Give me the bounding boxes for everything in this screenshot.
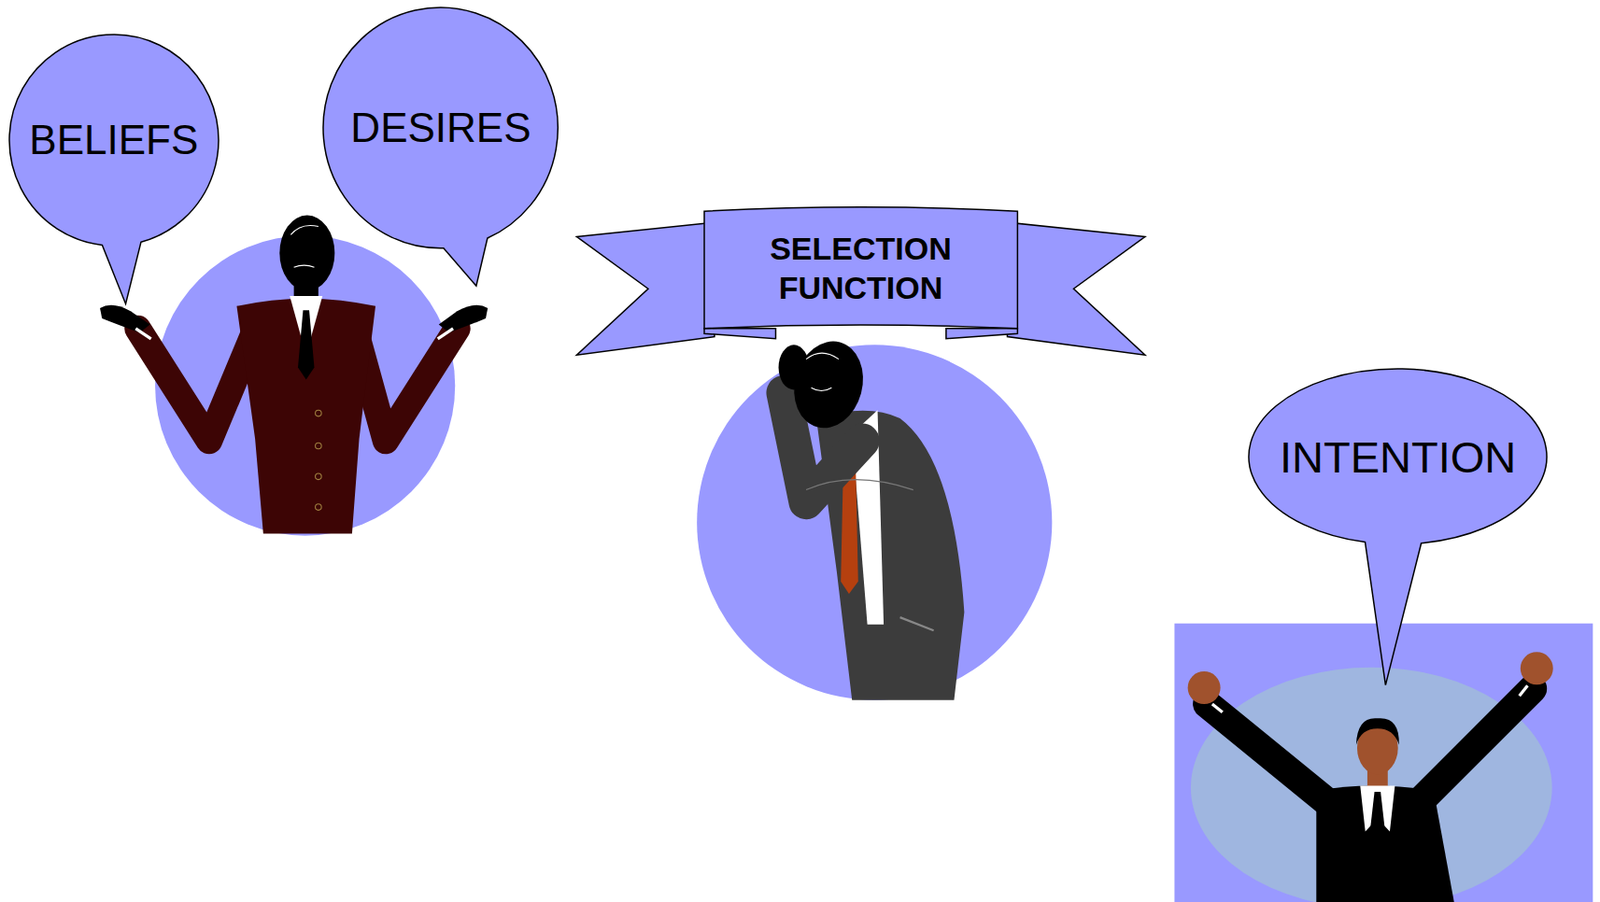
cuff xyxy=(1519,685,1529,696)
bubble-label: INTENTION xyxy=(1279,430,1516,484)
banner-fold xyxy=(704,328,776,340)
hand xyxy=(99,305,151,333)
backdrop-ellipse xyxy=(1190,667,1553,902)
banner-wing xyxy=(1006,222,1145,355)
button xyxy=(315,442,323,450)
banner-wing xyxy=(576,222,714,355)
hair xyxy=(1356,718,1400,746)
speech-bubble: BELIEFS xyxy=(9,34,219,246)
head xyxy=(279,215,335,292)
arm xyxy=(1418,689,1533,804)
arm xyxy=(1206,704,1335,808)
banner: SELECTION FUNCTION xyxy=(704,209,1018,329)
bubble-shape xyxy=(323,7,558,286)
bubble-shape xyxy=(1248,368,1547,686)
speech-bubble: DESIRES xyxy=(323,7,558,249)
fist xyxy=(1520,651,1554,685)
bubble-shape xyxy=(9,34,219,304)
banner-outline xyxy=(704,209,1018,329)
button xyxy=(315,473,323,481)
bubble-label: DESIRES xyxy=(350,102,531,154)
backdrop-circle xyxy=(696,344,1052,700)
tie xyxy=(1369,792,1386,848)
hand xyxy=(778,344,810,390)
sleeve-fold xyxy=(806,480,914,491)
speech-bubble: INTENTION xyxy=(1248,368,1547,545)
cuff xyxy=(1212,704,1223,713)
cuff xyxy=(135,328,151,340)
pocket xyxy=(900,617,935,631)
face-line xyxy=(806,353,839,391)
banner-center xyxy=(704,207,1018,329)
tie xyxy=(297,310,314,380)
banner-fold xyxy=(946,328,1018,340)
button xyxy=(315,504,323,511)
banner-label: SELECTION FUNCTION xyxy=(750,229,971,308)
hand xyxy=(438,305,488,333)
fist xyxy=(1188,671,1221,705)
bubble-label: BELIEFS xyxy=(28,114,199,166)
cuff xyxy=(438,328,454,340)
button xyxy=(315,410,323,417)
suit xyxy=(236,298,376,535)
suit xyxy=(1316,785,1454,902)
face-line xyxy=(290,226,318,269)
